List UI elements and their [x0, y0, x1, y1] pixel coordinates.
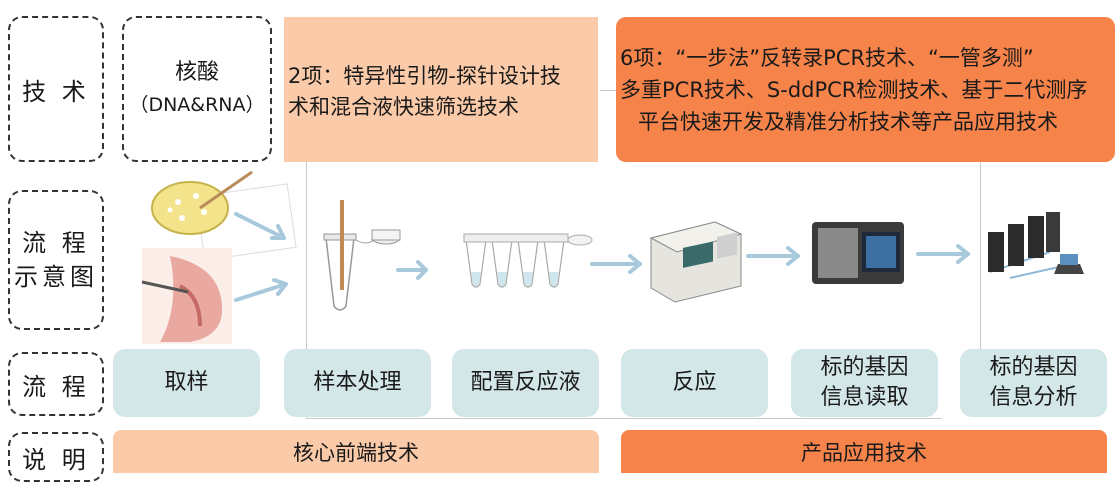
stage-reaction: 反应	[621, 349, 768, 417]
tech-box-product-application: 6项：“一步法”反转录PCR技术、“一管多测” 多重PCR技术、S-ddPCR检…	[616, 17, 1115, 162]
row-label-tech-text: 技 术	[22, 77, 90, 106]
stage-label: 标的基因	[820, 355, 909, 380]
stage-sampling: 取样	[113, 349, 260, 417]
tech-box-2-line1: 6项：“一步法”反转录PCR技术、“一管多测”	[620, 45, 1034, 70]
arrow-icon	[590, 254, 642, 274]
nucleic-acid-title: 核酸	[174, 60, 219, 85]
stage-gene-analysis: 标的基因 信息分析	[960, 349, 1107, 417]
throat-swab-illustration	[141, 248, 232, 344]
petri-dish-illustration	[151, 170, 297, 261]
arrow-icon	[234, 212, 286, 240]
tech-box-primer-probe: 2项：特异性引物-探针设计技 术和混合液快速筛选技术	[284, 17, 598, 162]
arrow-icon	[396, 260, 428, 280]
connector-line	[600, 90, 616, 91]
row-label-flow-diagram: 流 程 示意图	[8, 190, 104, 330]
row-label-flow-diagram-line2: 示意图	[14, 263, 98, 291]
arrow-icon	[746, 246, 800, 266]
note-product-text: 产品应用技术	[801, 440, 927, 465]
connector-line	[306, 418, 942, 419]
connector-line	[306, 160, 307, 418]
connector-line	[980, 160, 981, 390]
row-label-flow-text: 流 程	[22, 372, 90, 401]
stage-label: 配置反应液	[470, 370, 581, 395]
stage-label: 取样	[164, 370, 209, 395]
reader-instrument-illustration	[812, 222, 904, 284]
row-label-note-text: 说 明	[22, 445, 90, 474]
row-label-flow-diagram-line1: 流 程	[22, 229, 90, 257]
nucleic-acid-box: 核酸 （DNA&RNA）	[122, 16, 272, 162]
stage-reaction-mix: 配置反应液	[452, 349, 599, 417]
arrow-icon	[234, 278, 288, 302]
tech-box-2-line3: 平台快速开发及精准分析技术等产品应用技术	[638, 109, 1058, 134]
stage-label-line2: 信息读取	[820, 385, 909, 410]
nucleic-acid-subtitle: （DNA&RNA）	[129, 94, 265, 116]
pcr-tubes-illustration	[463, 233, 593, 288]
tech-box-1-line2: 术和混合液快速筛选技术	[288, 95, 519, 119]
stage-label: 样本处理	[313, 370, 402, 395]
note-core-frontend: 核心前端技术	[113, 430, 599, 473]
row-label-flow: 流 程	[8, 352, 104, 416]
note-product-application: 产品应用技术	[621, 430, 1107, 473]
sample-tube-illustration	[323, 200, 401, 311]
arrow-icon	[916, 244, 970, 264]
thermocycler-illustration	[649, 221, 743, 303]
stage-label: 反应	[672, 370, 717, 395]
row-label-tech: 技 术	[8, 16, 104, 162]
note-core-text: 核心前端技术	[293, 440, 419, 465]
stage-label-line2: 信息分析	[989, 385, 1078, 410]
tech-box-2-line2: 多重PCR技术、S-ddPCR检测技术、基于二代测序	[620, 77, 1088, 102]
tech-box-1-line1: 2项：特异性引物-探针设计技	[288, 64, 561, 88]
server-cluster-illustration	[988, 212, 1084, 279]
stage-label: 标的基因	[989, 355, 1078, 380]
stage-sample-processing: 样本处理	[284, 349, 431, 417]
stage-gene-readout: 标的基因 信息读取	[791, 349, 938, 417]
